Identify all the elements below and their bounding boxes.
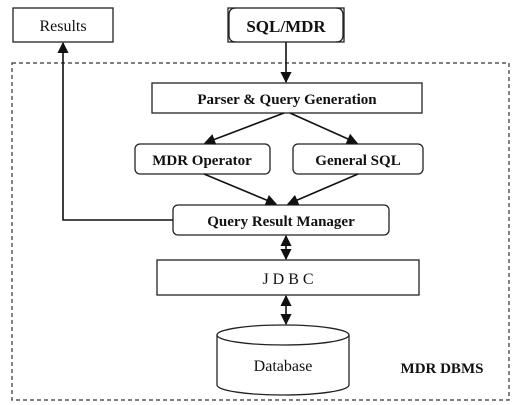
jdbc-label: J D B C (262, 271, 313, 288)
query-result-manager-label: Query Result Manager (207, 214, 355, 230)
mdr-operator-box (134, 143, 271, 175)
database-cylinder (216, 324, 350, 396)
arrow-parser-to-mdr-operator (203, 112, 285, 145)
arrow-mdr-operator-to-qrm (203, 173, 278, 206)
parser-box (151, 82, 423, 114)
general-sql-label: General SQL (315, 153, 400, 169)
arrow-parser-to-general-sql (289, 112, 359, 144)
database-label: Database (254, 358, 313, 375)
parser-label: Parser & Query Generation (197, 92, 377, 108)
sql-mdr-label: SQL/MDR (246, 17, 326, 36)
arrow-qrm-to-results (57, 41, 173, 221)
results-label: Results (39, 18, 86, 35)
arrow-general-sql-to-qrm (286, 173, 359, 206)
sql-mdr-input-box (227, 7, 345, 43)
mdr-dbms-label: MDR DBMS (401, 361, 484, 377)
mdr-operator-label: MDR Operator (152, 153, 252, 169)
system-boundary (11, 62, 510, 401)
